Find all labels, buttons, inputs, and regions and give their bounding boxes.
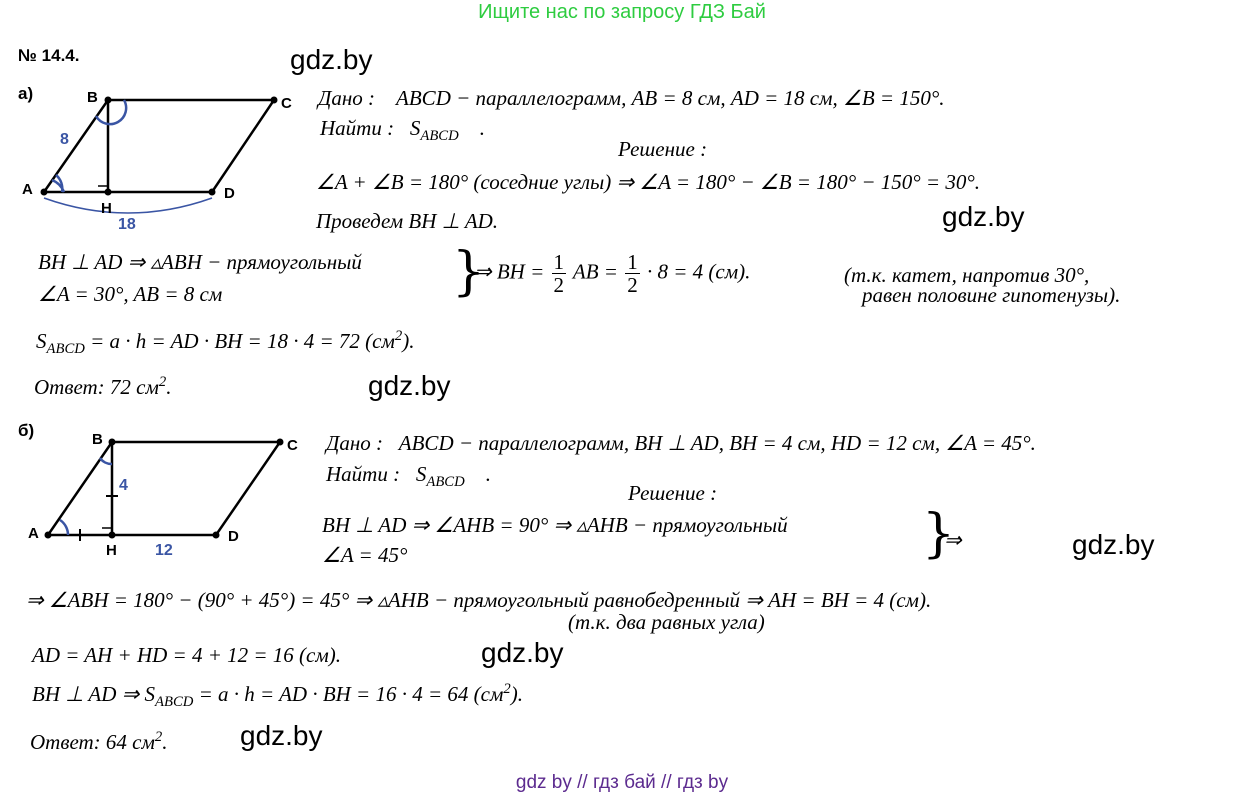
- vertex-d-label-b: D: [228, 528, 239, 545]
- vertex-d-label: D: [224, 185, 235, 202]
- abh-note-b: (т.к. два равных угла): [568, 610, 765, 634]
- problem-number: № 14.4.: [18, 46, 80, 65]
- ad-sum-b: AD = AH + HD = 4 + 12 = 16 (см).: [32, 643, 342, 667]
- abh-angle-b: ⇒ ∠ABH = 180° − (90° + 45°) = 45° ⇒ ▵AHB…: [26, 588, 932, 612]
- angle-b-arc-b: [98, 457, 113, 466]
- vertex-b-label: B: [87, 89, 98, 106]
- construction-a: Проведем BH ⊥ AD.: [316, 209, 499, 233]
- angle-equation-a: ∠A + ∠B = 180° (соседние углы) ⇒ ∠A = 18…: [316, 170, 980, 194]
- watermark: gdz.by: [240, 720, 323, 751]
- side-ab-label: 8: [60, 131, 69, 148]
- find-a: Найти : SABCD .: [320, 116, 485, 145]
- part-a-label: а): [18, 84, 34, 103]
- watermark: gdz.by: [942, 201, 1025, 232]
- figure-b-points: [44, 438, 284, 539]
- side-ad-brace: [43, 197, 213, 214]
- system-line2-b: ∠A = 45°: [322, 543, 408, 567]
- note-line2-a: равен половине гипотенузы).: [862, 283, 1121, 307]
- find-b: Найти : SABCD .: [326, 462, 491, 491]
- system-line1-b: BH ⊥ AD ⇒ ∠AHB = 90° ⇒ ▵AHB − прямоуголь…: [322, 513, 788, 537]
- vertex-b-label-b: B: [92, 431, 103, 448]
- system-brace-b: }: [922, 504, 956, 564]
- part-b-label: б): [18, 421, 35, 440]
- system-line2-a: ∠A = 30°, AB = 8 см: [38, 282, 223, 306]
- angle-a-arc: [55, 174, 64, 193]
- footer-links: gdz by // гдз бай // гдз by: [515, 772, 729, 793]
- figure-a-points: [40, 96, 278, 196]
- system-brace-a: }: [452, 242, 486, 302]
- vertex-c-label-b: C: [287, 437, 298, 454]
- vertex-c-label: C: [281, 95, 292, 112]
- area-formula-b: BH ⊥ AD ⇒ SABCD = a · h = AD · BH = 16 ·…: [32, 681, 523, 711]
- search-banner: Ищите нас по запросу ГДЗ Бай: [478, 1, 766, 23]
- system-line1-a: BH ⊥ AD ⇒ ▵ABH − прямоугольный: [38, 250, 362, 274]
- system-implies-b: ⇒: [944, 528, 962, 552]
- watermark: gdz.by: [368, 370, 451, 401]
- solution-heading-a: Решение :: [618, 137, 708, 161]
- given-b: Дано : ABCD − параллелограмм, BH ⊥ AD, B…: [326, 431, 1036, 455]
- solution-heading-b: Решение :: [628, 481, 718, 505]
- answer-a: Ответ: 72 см2.: [34, 374, 172, 399]
- angle-a-arc-2: [51, 178, 66, 193]
- vertex-h-label-b: H: [106, 542, 117, 559]
- watermark: gdz.by: [290, 44, 373, 75]
- parallelogram-figure-b: A B C D H 4 12: [28, 431, 298, 559]
- figure-a-shape: [41, 98, 277, 194]
- figure-b-shape: [45, 440, 283, 537]
- right-angle-mark-a: [98, 176, 109, 187]
- vertex-a-label-b: A: [28, 525, 39, 542]
- side-bh-label: 4: [119, 477, 128, 494]
- given-a: Дано : ABCD − параллелограмм, AB = 8 см,…: [318, 86, 945, 110]
- watermark: gdz.by: [481, 637, 564, 668]
- note-line1-a: (т.к. катет, напротив 30°,: [844, 263, 1090, 287]
- right-angle-mark-b: [102, 518, 113, 529]
- parallelogram-figure-a: A B C D H 8 18: [22, 89, 292, 233]
- watermark: gdz.by: [1072, 529, 1155, 560]
- angle-a-arc-b: [59, 518, 70, 536]
- side-hd-label: 12: [155, 542, 173, 559]
- answer-b: Ответ: 64 см2.: [30, 729, 168, 754]
- area-formula-a: SABCD = a · h = AD · BH = 18 · 4 = 72 (с…: [36, 328, 415, 358]
- side-ad-label: 18: [118, 216, 136, 233]
- vertex-h-label: H: [101, 200, 112, 217]
- vertex-a-label: A: [22, 181, 33, 198]
- angle-b-arc: [94, 99, 128, 126]
